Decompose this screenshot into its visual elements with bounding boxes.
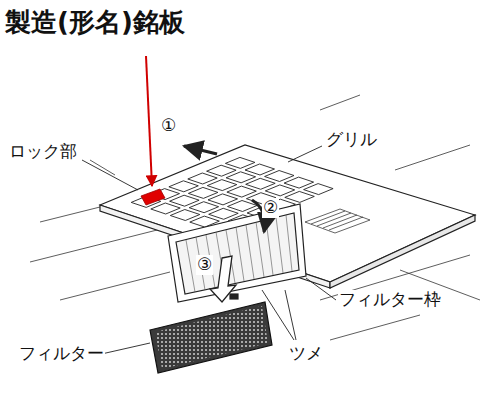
grille-opening xyxy=(207,180,237,191)
grille-opening xyxy=(188,173,217,184)
grille-opening xyxy=(169,181,198,192)
grille-opening xyxy=(226,172,256,183)
callout-number: ③ xyxy=(196,255,213,275)
grille-opening xyxy=(189,202,218,213)
grille-opening xyxy=(284,177,314,188)
grille-opening xyxy=(265,185,294,196)
grille-opening xyxy=(304,184,334,195)
grille-opening xyxy=(285,191,315,202)
vent-slots xyxy=(305,209,370,233)
part-label: フィルター枠 xyxy=(338,290,442,310)
part-label: ロック部 xyxy=(8,142,78,162)
part-label: グリル xyxy=(325,130,378,150)
grille-opening xyxy=(225,157,255,168)
grille-opening xyxy=(188,187,218,198)
grille-opening xyxy=(245,164,275,175)
grille-opening xyxy=(209,208,239,219)
leader-lines xyxy=(82,146,336,355)
grille-opening xyxy=(207,165,237,176)
callout-number: ① xyxy=(160,116,177,136)
step-arrow xyxy=(210,256,236,302)
grille-opening xyxy=(170,210,200,221)
nameplate-marker xyxy=(141,189,165,205)
grille-opening xyxy=(265,171,294,182)
callout-number: ② xyxy=(262,198,279,218)
grille-opening xyxy=(170,195,200,206)
filter xyxy=(150,302,272,373)
nameplate-title: 製造(形名)銘板 xyxy=(4,8,186,38)
step-arrow xyxy=(184,146,217,154)
part-label: ツメ xyxy=(288,344,324,364)
grille-opening xyxy=(246,178,276,189)
ceiling-lines xyxy=(30,95,480,340)
part-label: フィルター xyxy=(18,344,105,364)
filter-frame xyxy=(168,204,306,302)
grille-opening xyxy=(151,203,180,214)
grille-opening xyxy=(227,186,256,197)
leader-line xyxy=(146,56,152,186)
grille-opening xyxy=(208,194,238,205)
